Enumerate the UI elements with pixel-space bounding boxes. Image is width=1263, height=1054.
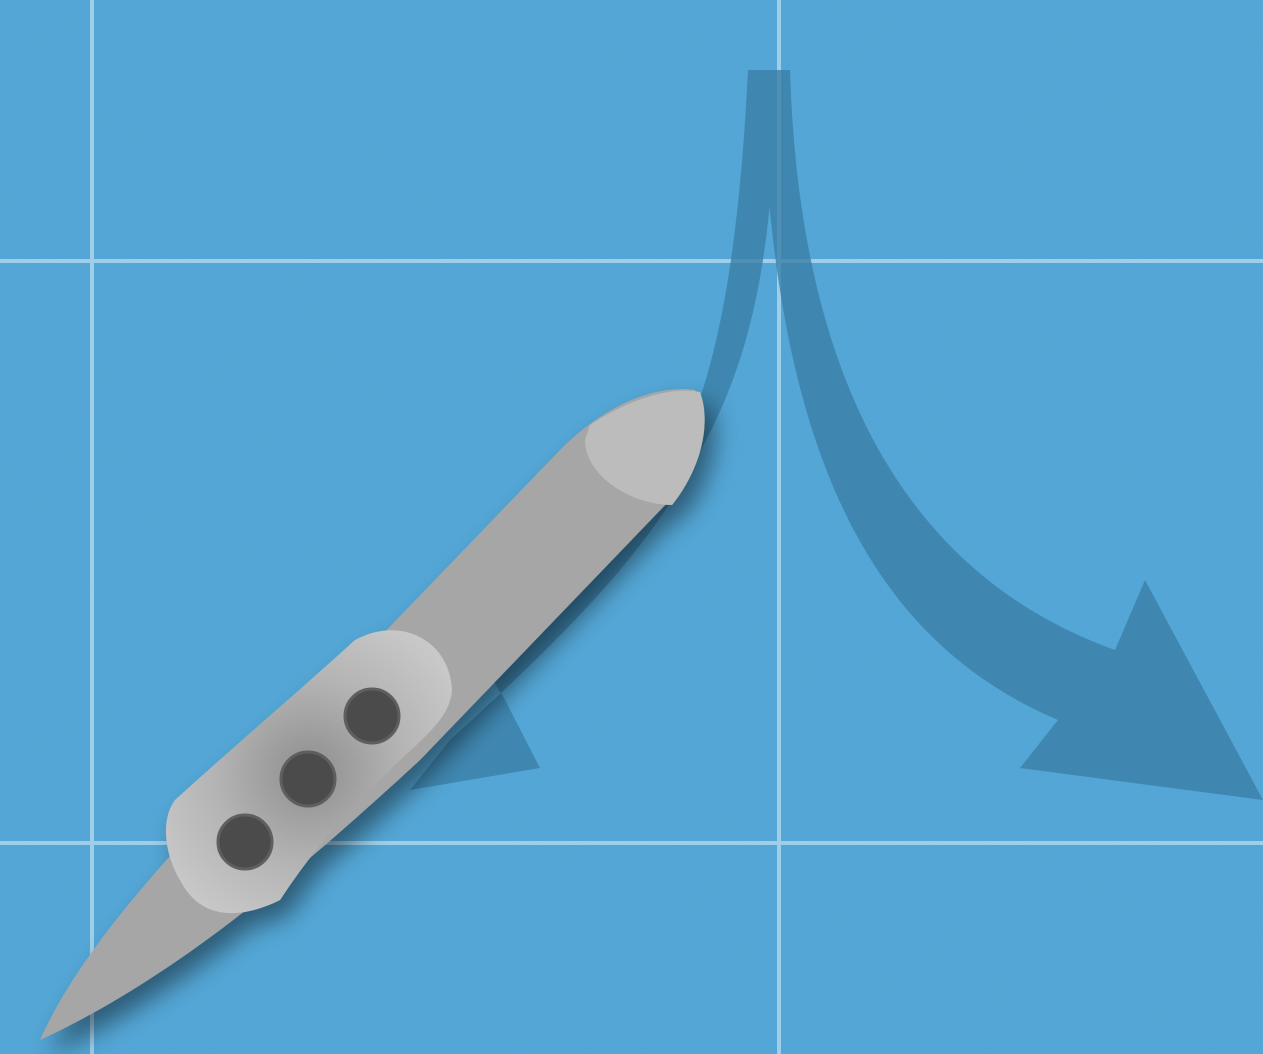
funnel-icon [218, 815, 272, 869]
funnel-icon [281, 752, 335, 806]
funnel-icon [345, 689, 399, 743]
